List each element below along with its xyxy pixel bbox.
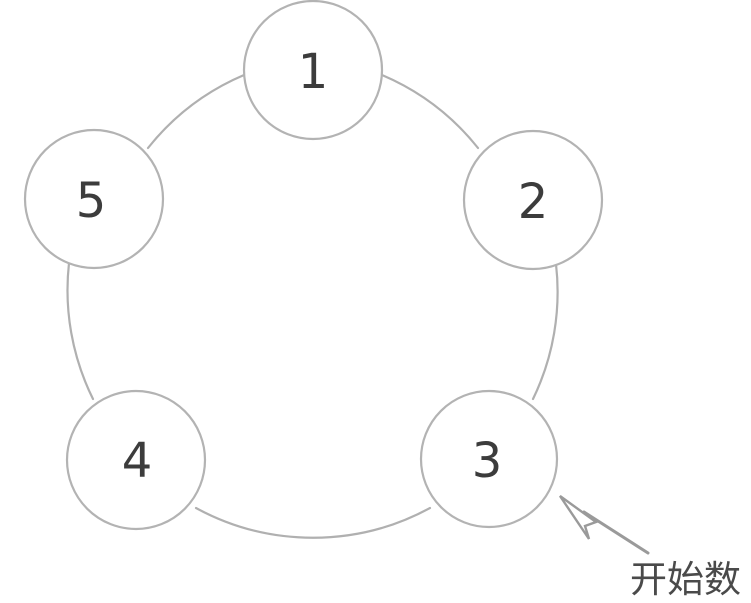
node-circle-5[interactable] — [23, 128, 165, 270]
node-label-5: 5 — [76, 173, 107, 229]
node-label-1: 1 — [298, 44, 329, 100]
annotation-arrow-icon — [559, 495, 650, 555]
node-group-3[interactable]: 3 — [419, 389, 559, 529]
node-circle-2[interactable] — [462, 129, 604, 271]
arc-4-to-5 — [66, 261, 95, 401]
node-label-4: 4 — [122, 433, 153, 489]
node-circle-1[interactable] — [242, 0, 384, 141]
node-group-1[interactable]: 1 — [242, 0, 384, 141]
arc-5-to-1 — [146, 73, 246, 150]
node-group-2[interactable]: 2 — [462, 129, 604, 271]
node-circle-3[interactable] — [419, 389, 559, 529]
ring-connector-arcs — [66, 73, 559, 539]
arrow-head — [559, 495, 599, 540]
node-label-2: 2 — [518, 174, 549, 230]
node-group-5[interactable]: 5 — [23, 128, 165, 270]
node-circle-4[interactable] — [65, 389, 207, 531]
arc-1-to-2 — [380, 73, 480, 150]
annotation-label: 开始数 — [630, 558, 741, 601]
node-group-4[interactable]: 4 — [65, 389, 207, 531]
arc-3-to-4 — [194, 506, 432, 539]
node-label-3: 3 — [472, 433, 503, 489]
arrow-shaft — [582, 510, 650, 555]
arc-2-to-3 — [531, 262, 559, 401]
